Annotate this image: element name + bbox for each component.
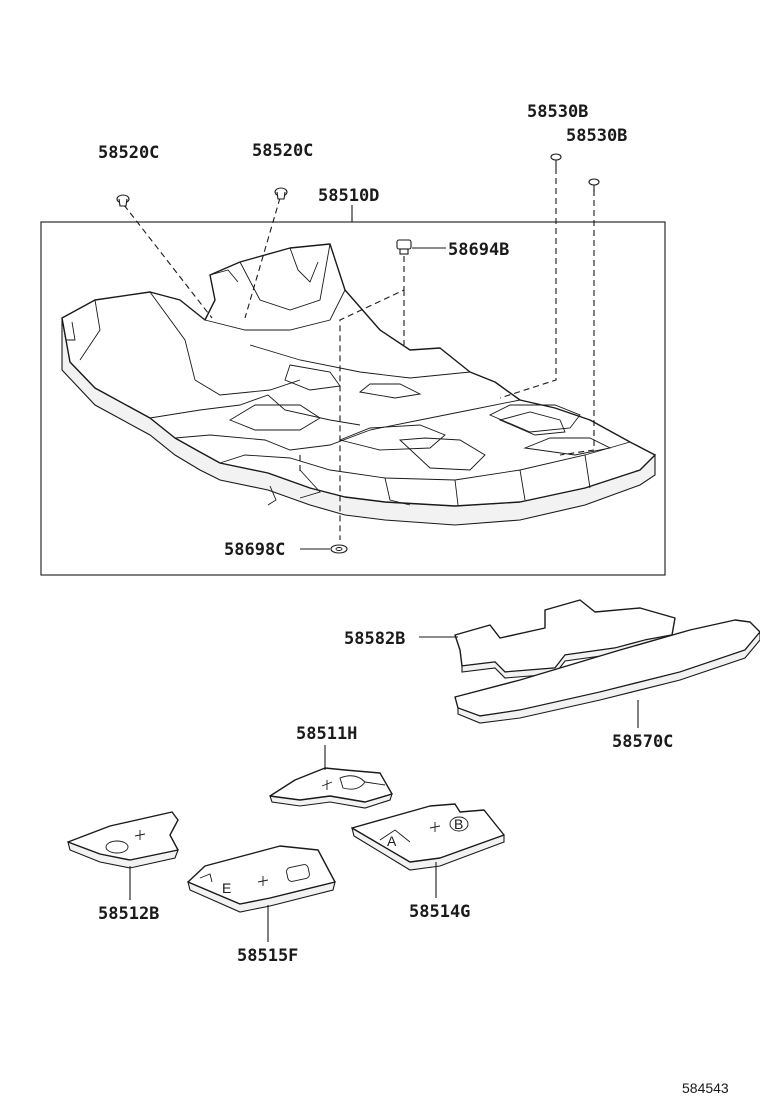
label-58530b-upper: 58530B	[527, 102, 588, 122]
label-58510d: 58510D	[318, 186, 379, 206]
clip-center-dash	[244, 197, 281, 319]
mat-g-b-marking: B	[454, 816, 463, 832]
clip-left-dash	[123, 204, 213, 319]
label-58582b: 58582B	[344, 629, 405, 649]
label-58512b: 58512B	[98, 904, 159, 924]
label-58514g: 58514G	[409, 902, 470, 922]
nut-upper-dash	[339, 256, 405, 540]
label-58515f: 58515F	[237, 946, 298, 966]
clip-left-icon	[116, 194, 130, 207]
mat-g-a-marking: A	[387, 833, 397, 849]
label-58570c: 58570C	[612, 732, 673, 752]
screw-upper-icon	[550, 153, 562, 168]
carpet-assembly-frame	[40, 221, 666, 576]
rear-board-edge	[457, 631, 760, 724]
label-58511h: 58511H	[296, 724, 357, 744]
mat-h-illustration	[269, 767, 393, 809]
mat-f-e-marking: E	[222, 880, 231, 896]
mat-b-illustration	[67, 811, 179, 869]
screw-upper-dash	[499, 168, 557, 399]
screw-lower-dash	[559, 190, 595, 456]
mat-g-illustration	[351, 803, 505, 871]
label-58694b: 58694B	[448, 240, 509, 260]
clip-center-icon	[274, 187, 288, 200]
label-58698c: 58698C	[224, 540, 285, 560]
diagram-code: 584543	[682, 1080, 729, 1096]
floor-carpet-illustration	[61, 243, 656, 526]
nut-lower-icon	[330, 544, 348, 554]
screw-lower-icon	[588, 178, 600, 192]
label-58520c-left: 58520C	[98, 143, 159, 163]
label-58530b-lower: 58530B	[566, 126, 627, 146]
nut-upper-icon	[396, 239, 412, 255]
mat-f-illustration	[187, 845, 336, 913]
label-58520c-center: 58520C	[252, 141, 313, 161]
